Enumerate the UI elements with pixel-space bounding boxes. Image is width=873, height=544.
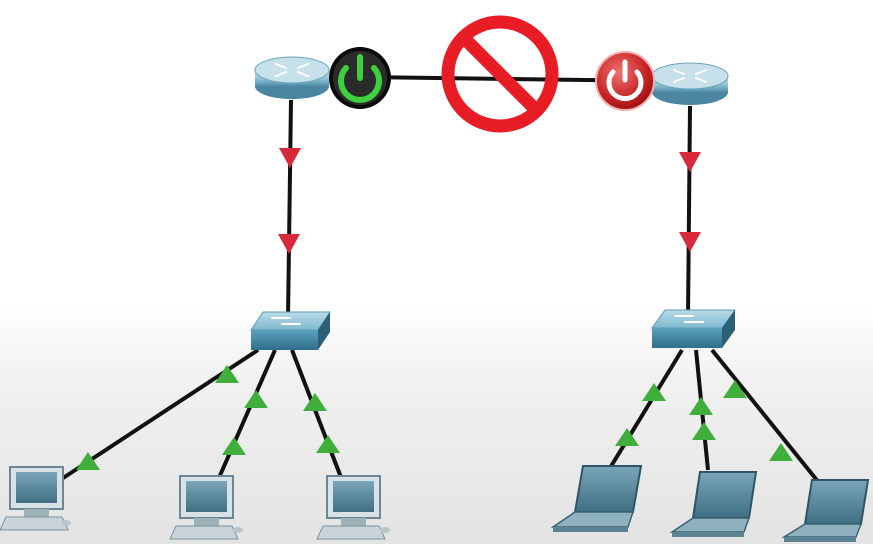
link-up-marker: [222, 437, 246, 455]
laptop-icon: [550, 465, 643, 532]
status-markers: [76, 148, 793, 470]
laptop-1[interactable]: [550, 465, 643, 532]
link-switch-pc-2[interactable]: [216, 349, 277, 481]
link-router-switch-right[interactable]: [686, 105, 692, 319]
pc-3[interactable]: [316, 475, 390, 540]
router-icon: [254, 56, 330, 99]
link-up-marker: [244, 390, 268, 408]
link-router-switch-left[interactable]: [286, 99, 293, 319]
laptop-icon: [781, 479, 870, 542]
link-up-marker: [642, 383, 666, 401]
router-icon: [651, 62, 729, 105]
link-switch-pc-3[interactable]: [290, 349, 344, 481]
link-up-marker: [215, 365, 239, 383]
desktop-pc-icon: [316, 475, 390, 540]
router-right[interactable]: [651, 62, 729, 105]
link-down-marker: [278, 234, 300, 254]
link-up-marker: [76, 452, 100, 470]
desktop-pc-icon: [169, 475, 243, 540]
link-up-marker: [769, 443, 793, 461]
switch-right[interactable]: [651, 309, 736, 348]
laptop-3[interactable]: [781, 479, 870, 542]
switch-icon: [651, 309, 736, 348]
link-switch-laptop-3[interactable]: [710, 348, 822, 486]
laptop-icon: [669, 471, 758, 537]
link-up-marker: [615, 428, 639, 446]
link-up-marker: [303, 393, 327, 411]
pc-2[interactable]: [169, 475, 243, 540]
desktop-pc-icon: [0, 466, 71, 531]
link-down-marker: [679, 152, 701, 172]
prohibited-icon: [441, 15, 559, 133]
link-switch-laptop-1[interactable]: [608, 348, 684, 470]
link-down-marker: [279, 148, 301, 168]
link-up-marker: [316, 435, 340, 453]
link-up-marker: [692, 422, 716, 440]
link-down-marker: [679, 232, 701, 252]
link-up-marker: [689, 397, 713, 415]
switch-icon: [250, 311, 331, 350]
switch-left[interactable]: [250, 311, 331, 350]
power-off-icon[interactable]: [595, 51, 655, 111]
router-left[interactable]: [254, 56, 330, 99]
power-on-icon[interactable]: [329, 47, 391, 109]
laptop-2[interactable]: [669, 471, 758, 537]
links: [58, 75, 822, 486]
link-up-marker: [723, 380, 747, 398]
pc-1[interactable]: [0, 466, 71, 531]
